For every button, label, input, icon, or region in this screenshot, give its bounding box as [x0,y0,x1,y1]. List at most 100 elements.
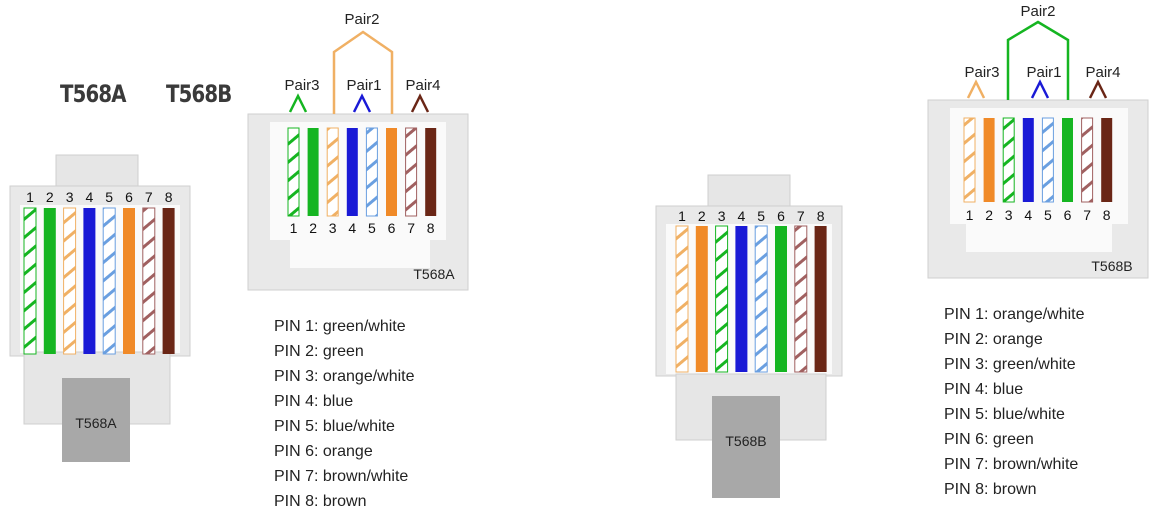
pair1-label: Pair1 [1026,64,1061,81]
wire-4-blue [83,208,96,354]
wire-8-brown [1101,118,1113,202]
pin-number: 2 [985,207,993,223]
pin-number: 7 [145,189,153,205]
wire-8-brown [162,208,175,354]
front-plug-label: T568A [75,415,117,431]
pair4-bracket [410,93,430,113]
pin-number: 1 [678,208,686,224]
pin-line: PIN 2: green [274,343,364,360]
pair3-bracket [288,93,308,113]
wire-2-orange [983,118,995,202]
pair3-label: Pair3 [964,64,999,81]
pair2-bracket [332,30,394,114]
pin-line: PIN 6: green [944,431,1034,448]
pin-line: PIN 6: orange [274,443,373,460]
pair1-label: Pair1 [346,77,381,94]
pin-number: 2 [309,220,317,236]
wire-4-blue [346,128,358,216]
wire-7-brown-stripe [1081,117,1094,203]
wire-2-green [307,128,319,216]
pair4-bracket [1088,79,1108,99]
pin-number: 4 [738,208,746,224]
pin-number: 8 [427,220,435,236]
pin-number: 1 [290,220,298,236]
wire-5-blue-stripe [102,207,116,355]
pin-line: PIN 7: brown/white [944,456,1079,473]
wire-4-blue [1022,118,1034,202]
pin-number: 8 [1103,207,1111,223]
wire-8-brown [425,128,437,216]
pin-number: 7 [1083,207,1091,223]
wire-4-blue [735,226,748,372]
wire-2-orange [695,226,708,372]
wire-6-green [775,226,787,372]
pin-list-t568a: PIN 1: green/white PIN 2: green PIN 3: o… [274,314,415,514]
pair4-label: Pair4 [1085,64,1120,81]
pin-line: PIN 7: brown/white [274,468,409,485]
pin-number: 7 [407,220,415,236]
wire-3-green-stripe [715,225,729,373]
pin-line: PIN 3: green/white [944,356,1076,373]
pin-line: PIN 4: blue [274,393,354,410]
pin-number: 3 [1005,207,1013,223]
pin-number: 4 [86,189,94,205]
pin-number: 5 [1044,207,1052,223]
pair1-bracket [352,93,372,113]
pin-line: PIN 1: orange/white [944,306,1085,323]
wire-3-orange-stripe [63,207,77,355]
pin-line: PIN 3: orange/white [274,368,415,385]
pin-number: 6 [1064,207,1072,223]
wire-1-orange-stripe [675,225,689,373]
pair2-label: Pair2 [1020,3,1055,20]
pair1-bracket [1030,79,1050,99]
pin-number: 8 [165,189,173,205]
pin-number: 5 [105,189,113,205]
wire-7-brown-stripe [405,127,418,217]
wire-8-brown [814,226,827,372]
wire-3-green-stripe [1002,117,1015,203]
pin-number: 6 [388,220,396,236]
pair3-bracket [966,79,986,99]
pin-number: 3 [718,208,726,224]
wire-1-green-stripe [287,127,300,217]
pair2-bracket [1006,20,1070,100]
wire-5-blue-stripe [754,225,768,373]
pair3-label: Pair3 [284,77,319,94]
wire-6-orange [123,208,135,354]
pin-number: 2 [46,189,54,205]
pin-number: 3 [329,220,337,236]
pin-line: PIN 1: green/white [274,318,406,335]
pin-number: 2 [698,208,706,224]
wire-6-orange [386,128,397,216]
wire-7-brown-stripe [794,225,808,373]
wire-1-orange-stripe [963,117,976,203]
top-jack-label: T568A [413,266,455,282]
wire-5-blue-stripe [1041,117,1054,203]
pin-number: 1 [26,189,34,205]
wire-1-green-stripe [23,207,37,355]
pin-line: PIN 5: blue/white [944,406,1065,423]
pin-number: 4 [1024,207,1032,223]
pin-number: 3 [66,189,74,205]
pair4-label: Pair4 [405,77,440,94]
pin-line: PIN 8: brown [274,493,367,510]
front-plug-label: T568B [725,433,766,449]
pin-number: 5 [757,208,765,224]
wire-6-green [1062,118,1073,202]
t568b-heading: T568B [166,80,232,108]
wire-2-green [43,208,56,354]
pin-number: 4 [348,220,356,236]
pin-number: 5 [368,220,376,236]
pin-line: PIN 2: orange [944,331,1043,348]
wire-5-blue-stripe [365,127,378,217]
pin-number: 6 [125,189,133,205]
pin-number: 6 [777,208,785,224]
pair2-label: Pair2 [344,11,379,28]
pin-number: 1 [966,207,974,223]
pin-number: 7 [797,208,805,224]
wire-7-brown-stripe [142,207,156,355]
